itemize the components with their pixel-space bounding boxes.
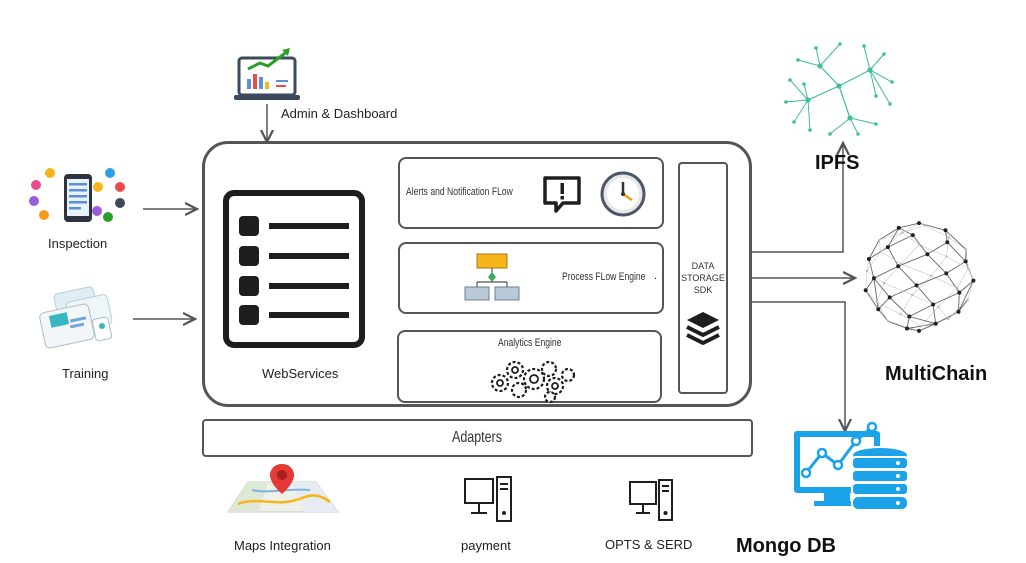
webservices-label: WebServices — [262, 366, 339, 381]
gears-icon — [488, 357, 576, 404]
mongo-arrow — [740, 301, 845, 431]
training-devices-icon — [39, 286, 113, 349]
sdk-label: DATA STORAGE SDK — [678, 260, 728, 296]
payment-label: payment — [461, 538, 511, 553]
multichain-sphere-icon — [858, 218, 980, 336]
maps-integration-label: Maps Integration — [234, 538, 331, 553]
maps-integration-icon — [218, 460, 346, 520]
ipfs-network-icon — [780, 40, 898, 138]
opts-serd-label: OPTS & SERD — [605, 537, 693, 552]
admin-dashboard-label: Admin & Dashboard — [281, 106, 398, 121]
admin-dashboard-node — [232, 46, 302, 104]
mongo-db-label: Mongo DB — [736, 535, 836, 557]
analytics-engine-box — [397, 330, 662, 403]
inspection-phone-icon — [29, 168, 125, 222]
sdk-label-line2: STORAGE — [681, 273, 725, 283]
adapters-label: Adapters — [452, 429, 502, 446]
sdk-label-line1: DATA — [691, 261, 715, 271]
inspection-node — [28, 163, 128, 233]
training-node — [36, 286, 116, 352]
process-flowchart-icon — [463, 252, 521, 302]
analytics-engine-label: Analytics Engine — [498, 337, 562, 349]
process-flow-label: Process FLow Engine — [562, 271, 646, 283]
ipfs-arrow — [740, 143, 843, 253]
opts-computer-icon — [628, 478, 674, 524]
training-label: Training — [62, 366, 109, 381]
sdk-label-line3: SDK — [693, 285, 713, 295]
ipfs-label: IPFS — [815, 152, 860, 174]
mongo-database-icon — [792, 415, 912, 517]
adapters-bar — [202, 419, 753, 457]
dashboard-laptop-icon — [234, 48, 300, 100]
webservices-document-icon — [223, 190, 365, 348]
data-storage-sdk-box — [678, 162, 728, 394]
alert-message-icon — [541, 175, 583, 215]
process-flow-mark: . — [654, 270, 658, 282]
payment-computer-icon — [463, 475, 513, 525]
inspection-label: Inspection — [48, 236, 108, 251]
layers-icon — [685, 310, 721, 348]
clock-icon — [599, 170, 647, 218]
process-flow-box — [398, 242, 664, 314]
alerts-notification-label: Alerts and Notification FLow — [406, 186, 513, 198]
multichain-label: MultiChain — [885, 363, 988, 385]
